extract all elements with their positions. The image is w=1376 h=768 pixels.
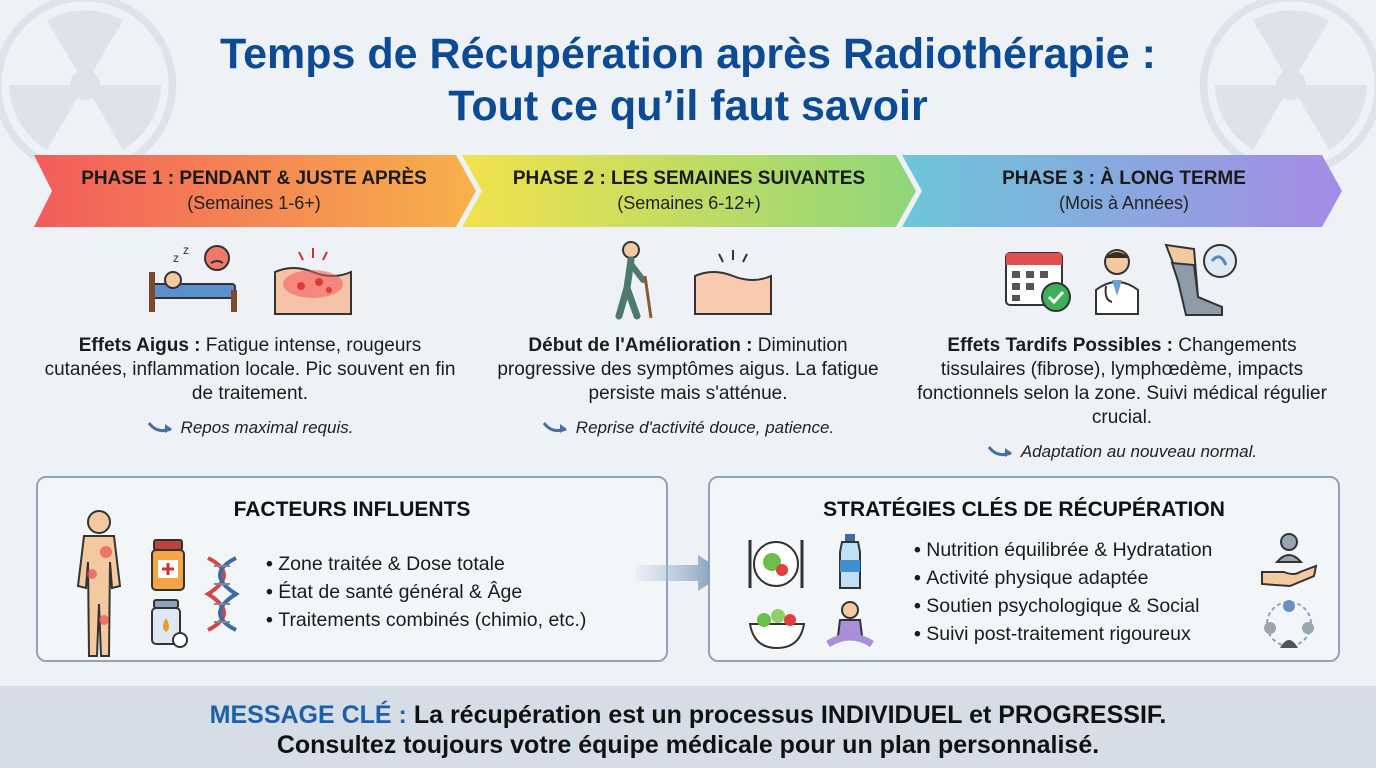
phase-1-column: z z Effets Aigus : Fatigue intense, roug… (40, 240, 460, 438)
strategies-title: STRATÉGIES CLÉS DE RÉCUPÉRATION (823, 498, 1225, 521)
phase-2-column: Début de l'Amélioration : Diminution pro… (478, 240, 898, 438)
phase-timeline: PHASE 1 : PENDANT & JUSTE APRÈS (Semaine… (34, 155, 1342, 227)
plate-utensils-icon (748, 540, 804, 588)
sleeping-patient-icon: z z (149, 244, 237, 312)
strategies-list: Nutrition équilibrée & Hydratation Activ… (914, 536, 1212, 648)
phase-2-name: PHASE 2 : LES SEMAINES SUIVANTES (512, 168, 866, 189)
phase-3-label: PHASE 3 : À LONG TERME (Mois à Années) (924, 155, 1324, 227)
doctor-icon (1095, 249, 1139, 315)
phase-2-note: Reprise d'activité douce, patience. (478, 418, 898, 438)
title-line-1: Temps de Récupération après Radiothérapi… (220, 30, 1156, 78)
curved-arrow-icon (542, 422, 567, 433)
arrow-right-icon (636, 555, 726, 591)
walking-person-icon (615, 241, 653, 320)
phase-3-text: Changements tissulaires (fibrose), lymph… (917, 335, 1327, 428)
phase-2-period: (Semaines 6-12+) (617, 193, 761, 213)
human-body-icon (76, 510, 122, 657)
phase-2-description: Début de l'Amélioration : Diminution pro… (478, 334, 898, 406)
factors-list: Zone traitée & Dose totale État de santé… (266, 550, 586, 634)
phase-2-text: Diminution progressive des symptômes aig… (497, 335, 879, 404)
key-message-line-1: MESSAGE CLÉ : La récupération est un pro… (0, 700, 1376, 730)
list-item: Suivi post-traitement rigoureux (914, 620, 1212, 648)
phase-arrows (34, 155, 1342, 227)
phase-1-note-text: Repos maximal requis. (180, 418, 354, 437)
phase-3-note: Adaptation au nouveau normal. (912, 442, 1332, 462)
factors-panel: FACTEURS INFLUENTS Zone traitée & Dose t… (36, 476, 668, 662)
phase-2-note-text: Reprise d'activité douce, patience. (575, 418, 835, 437)
phase-2-heading: Début de l'Amélioration : (528, 335, 753, 356)
phase-3-arrow (902, 155, 1342, 227)
skin-redness-icon (274, 248, 352, 315)
phase-1-period: (Semaines 1-6+) (187, 193, 321, 213)
phase-3-note-text: Adaptation au nouveau normal. (1020, 442, 1258, 461)
key-message-line-2: Consultez toujours votre équipe médicale… (276, 731, 1100, 759)
water-bottle-icon (839, 534, 861, 589)
key-message-text: La récupération est un processus INDIVID… (406, 701, 1167, 729)
list-item: Activité physique adaptée (914, 564, 1212, 592)
phase-3-period: (Mois à Années) (1058, 193, 1190, 213)
dna-icon (204, 556, 240, 632)
phase-1-heading: Effets Aigus : (78, 335, 201, 356)
pill-bottle-icon (151, 599, 188, 648)
phase-1-description: Effets Aigus : Fatigue intense, rougeurs… (40, 334, 460, 406)
phase-2-arrow (462, 155, 916, 227)
list-item: État de santé général & Âge (266, 578, 586, 606)
phase-1-name: PHASE 1 : PENDANT & JUSTE APRÈS (81, 168, 427, 189)
phase-1-arrow (34, 155, 476, 227)
meditation-icon (826, 601, 874, 648)
page-title: Temps de Récupération après Radiothérapi… (0, 28, 1376, 132)
healing-skin-icon (694, 250, 772, 315)
title-line-2: Tout ce qu’il faut savoir (448, 82, 928, 130)
svg-text:z: z (183, 244, 189, 257)
key-message-label: MESSAGE CLÉ : (209, 701, 407, 729)
list-item: Traitements combinés (chimio, etc.) (266, 606, 586, 634)
phase-3-name: PHASE 3 : À LONG TERME (1002, 168, 1246, 189)
hand-support-icon (1261, 533, 1318, 588)
svg-text:z: z (173, 251, 179, 265)
phase-1-text: Fatigue intense, rougeurs cutanées, infl… (44, 335, 456, 404)
curved-arrow-icon (147, 422, 172, 433)
phase-1-note: Repos maximal requis. (40, 418, 460, 438)
phase-3-column: Effets Tardifs Possibles : Changements t… (912, 240, 1332, 462)
support-group-icon (1264, 600, 1314, 648)
list-item: Zone traitée & Dose totale (266, 550, 586, 578)
curved-arrow-icon (987, 446, 1012, 457)
phase-3-heading: Effets Tardifs Possibles : (947, 335, 1174, 356)
phase-1-label: PHASE 1 : PENDANT & JUSTE APRÈS (Semaine… (54, 155, 454, 227)
list-item: Nutrition équilibrée & Hydratation (914, 536, 1212, 564)
phase-2-label: PHASE 2 : LES SEMAINES SUIVANTES (Semain… (484, 155, 894, 227)
medication-bottle-icon (151, 539, 185, 591)
key-message-footer: MESSAGE CLÉ : La récupération est un pro… (0, 686, 1376, 768)
list-item: Soutien psychologique & Social (914, 592, 1212, 620)
strategies-panel: STRATÉGIES CLÉS DE RÉCUPÉRATION Nutritio… (708, 476, 1340, 662)
leg-compression-icon (1164, 243, 1237, 316)
phase-3-description: Effets Tardifs Possibles : Changements t… (912, 334, 1332, 430)
factors-title: FACTEURS INFLUENTS (233, 498, 471, 521)
calendar-check-icon (1005, 252, 1071, 312)
salad-bowl-icon (748, 609, 806, 650)
